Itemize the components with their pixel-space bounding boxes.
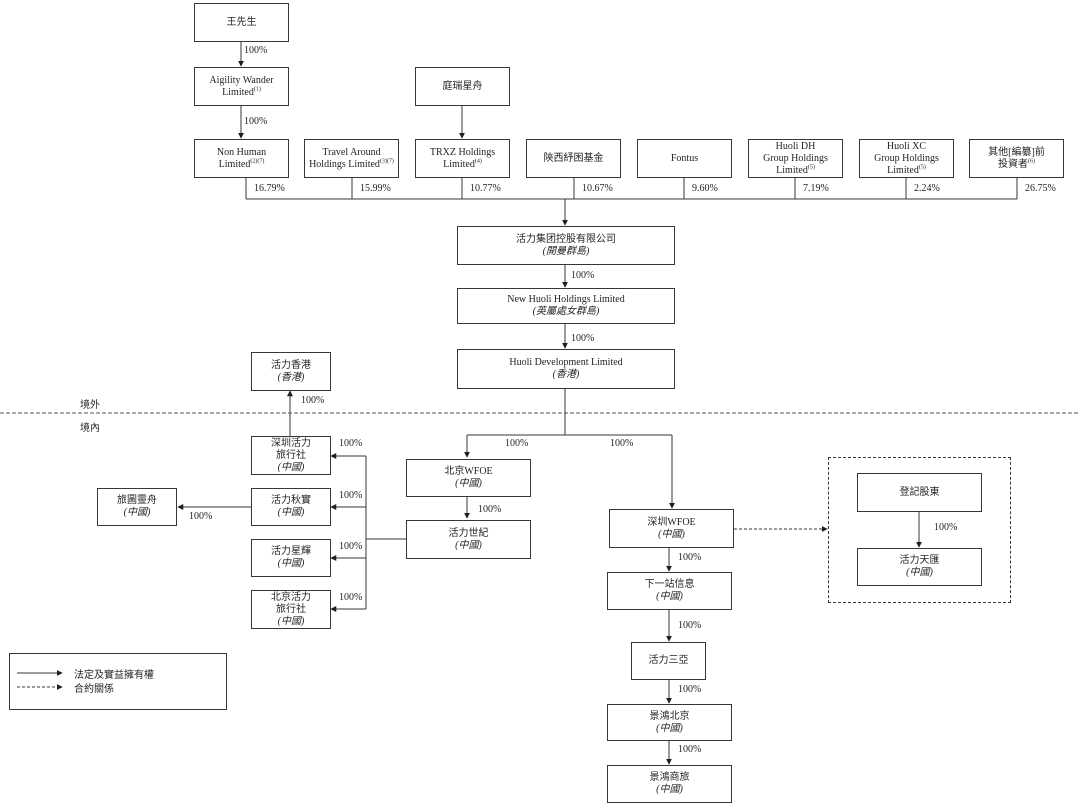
pct-fontus: 9.60% xyxy=(692,183,718,194)
entity-non-human: Non Human Limited(2)(7) xyxy=(194,139,289,178)
legend-dashed-label: 合約關係 xyxy=(74,684,114,695)
pct-travel-around: 15.99% xyxy=(360,183,391,194)
entity-jinghong-travel: 景鴻商旅 (中國) xyxy=(607,765,732,803)
pct-wang-aigility: 100% xyxy=(244,45,268,56)
entity-sz-travel: 深圳活力 旅行社 (中國) xyxy=(251,436,331,475)
pct-trxz: 10.77% xyxy=(470,183,501,194)
entity-huoli-group: 活力集团控股有限公司 (開曼群島) xyxy=(457,226,675,265)
legend-solid-label: 法定及實益擁有權 xyxy=(74,670,154,681)
pct-non-human: 16.79% xyxy=(254,183,285,194)
entity-trxz: TRXZ Holdings Limited(4) xyxy=(415,139,510,178)
entity-lvtu: 旅圖靈舟 (中國) xyxy=(97,488,177,526)
entity-huoli-hk: 活力香港 (香港) xyxy=(251,352,331,391)
entity-huoli-xc: Huoli XC Group Holdings Limited(5) xyxy=(859,139,954,178)
entity-huoli-dh: Huoli DH Group Holdings Limited(5) xyxy=(748,139,843,178)
pct-other-investors: 26.75% xyxy=(1025,183,1056,194)
contractual-arrangement-frame xyxy=(828,457,1011,603)
entity-mr-wang: 王先生 xyxy=(194,3,289,42)
pct-next-sanya: 100% xyxy=(678,620,702,631)
pct-reg-tianhui: 100% xyxy=(934,522,958,533)
pct-group-newhuoli: 100% xyxy=(571,270,595,281)
pct-dev-bjwfoe: 100% xyxy=(505,438,529,449)
pct-qiushi: 100% xyxy=(339,490,363,501)
pct-huoli-xc: 2.24% xyxy=(914,183,940,194)
pct-xinghui: 100% xyxy=(339,541,363,552)
entity-huoli-tianhui: 活力天匯 (中國) xyxy=(857,548,982,586)
pct-aigility-nonhuman: 100% xyxy=(244,116,268,127)
entity-huoli-development: Huoli Development Limited (香港) xyxy=(457,349,675,389)
entity-aigility-wander: Aigility Wander Limited(1) xyxy=(194,67,289,106)
entity-jinghong-beijing: 景鴻北京 (中國) xyxy=(607,704,732,741)
pct-shaanxi-fund: 10.67% xyxy=(582,183,613,194)
pct-dev-szwfoe: 100% xyxy=(610,438,634,449)
entity-huoli-xinghui: 活力星輝 (中國) xyxy=(251,539,331,577)
entity-fontus: Fontus xyxy=(637,139,732,178)
entity-other-investors: 其他[編纂]前 投資者(6) xyxy=(969,139,1064,178)
entity-bj-travel: 北京活力 旅行社 (中國) xyxy=(251,590,331,629)
entity-shaanxi-fund: 陝西紓困基金 xyxy=(526,139,621,178)
zone-onshore-label: 境內 xyxy=(80,423,100,434)
entity-huoli-sanya: 活力三亞 xyxy=(631,642,706,680)
entity-tingrui: 庭瑞星舟 xyxy=(415,67,510,106)
pct-jhbj-jhtravel: 100% xyxy=(678,744,702,755)
pct-newhuoli-dev: 100% xyxy=(571,333,595,344)
pct-sz-travel: 100% xyxy=(339,438,363,449)
pct-bj-travel: 100% xyxy=(339,592,363,603)
entity-huoli-qiushi: 活力秋實 (中國) xyxy=(251,488,331,526)
pct-huoli-dh: 7.19% xyxy=(803,183,829,194)
pct-szwfoe-next: 100% xyxy=(678,552,702,563)
pct-sanya-jhbj: 100% xyxy=(678,684,702,695)
pct-lvtu: 100% xyxy=(189,511,213,522)
zone-offshore-label: 境外 xyxy=(80,400,100,411)
entity-huoli-shiji: 活力世紀 (中國) xyxy=(406,520,531,559)
legend xyxy=(9,653,227,710)
pct-hk: 100% xyxy=(301,395,325,406)
entity-next-station: 下一站信息 (中國) xyxy=(607,572,732,610)
entity-registered-shareholders: 登記股東 xyxy=(857,473,982,512)
entity-travel-around: Travel Around Holdings Limited(3)(7) xyxy=(304,139,399,178)
entity-new-huoli: New Huoli Holdings Limited (英屬處女群島) xyxy=(457,288,675,324)
entity-sz-wfoe: 深圳WFOE (中國) xyxy=(609,509,734,548)
pct-bjwfoe-shiji: 100% xyxy=(478,504,502,515)
entity-bj-wfoe: 北京WFOE (中國) xyxy=(406,459,531,497)
